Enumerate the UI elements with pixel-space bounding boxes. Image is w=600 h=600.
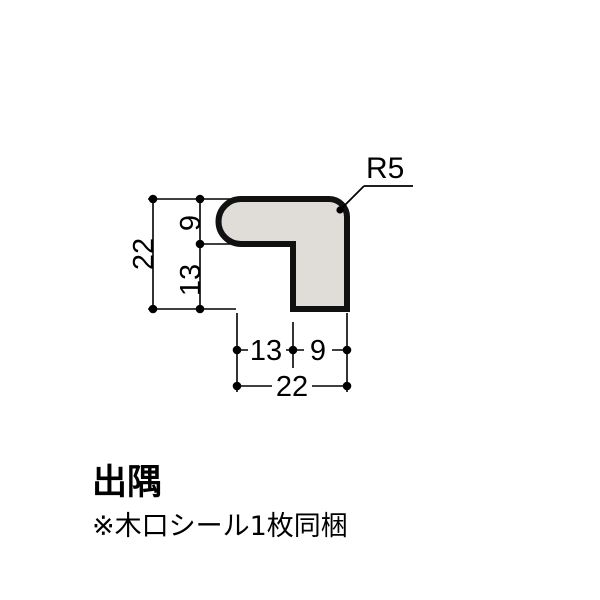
dimension-label-9-backdrop bbox=[304, 331, 332, 368]
dimension-label-13-backdrop bbox=[248, 331, 286, 368]
dimension-label-22w-backdrop bbox=[272, 368, 312, 404]
dimension-label-width-22: 22 bbox=[276, 371, 308, 403]
dimension-label-height-13: 13 bbox=[175, 264, 207, 296]
dimension-dot-22-right bbox=[342, 381, 352, 391]
dimension-dot-22-left bbox=[232, 381, 242, 391]
caption-block: 出隅 ※木口シール1枚同梱 bbox=[92, 463, 522, 543]
dimension-dot-9-right bbox=[342, 345, 352, 355]
product-title: 出隅 bbox=[92, 463, 163, 503]
dimension-dot-9-13-middle bbox=[195, 239, 205, 249]
dimension-dot-13-bottom bbox=[195, 304, 205, 314]
dimension-dot-13-9-center bbox=[288, 345, 298, 355]
dimension-label-height-9: 9 bbox=[175, 215, 207, 231]
product-note: ※木口シール1枚同梱 bbox=[92, 510, 348, 542]
radius-callout-group: R5 bbox=[336, 152, 413, 214]
horizontal-dimension-group: 13 9 22 bbox=[232, 313, 352, 404]
vertical-dimension-group: 22 9 13 bbox=[128, 194, 248, 314]
dimension-dot-13-left bbox=[232, 345, 242, 355]
dimension-label-height-22: 22 bbox=[128, 238, 160, 270]
dimension-label-width-9: 9 bbox=[310, 335, 326, 367]
dimension-dot-22-bottom bbox=[148, 304, 158, 314]
radius-label-r5: R5 bbox=[366, 152, 404, 185]
dimension-label-width-13: 13 bbox=[250, 335, 282, 367]
dimension-dot-22-top bbox=[148, 194, 158, 204]
radius-leader-line bbox=[339, 185, 365, 211]
dimension-dot-9-top bbox=[195, 194, 205, 204]
radius-leader-arrow-dot bbox=[336, 206, 344, 214]
profile-outline-path bbox=[215, 196, 350, 312]
profile-cross-section bbox=[215, 196, 350, 312]
